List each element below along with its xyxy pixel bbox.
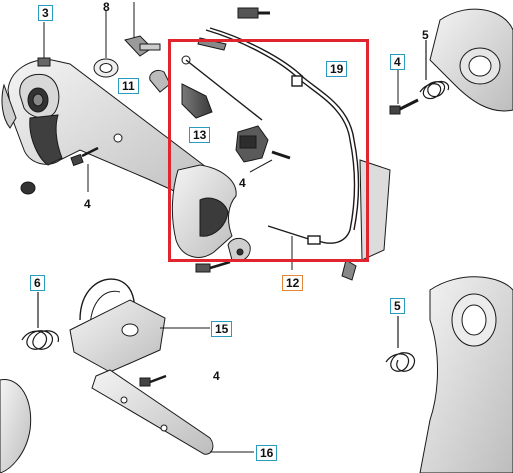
top-screws	[197, 7, 270, 51]
block-part-13	[235, 125, 291, 173]
connector-part-12	[195, 236, 357, 281]
screw-part-3	[37, 22, 51, 67]
lever-part-16	[91, 369, 254, 455]
right-housing-top	[359, 8, 513, 261]
callout-13: 13	[189, 127, 211, 143]
callout-4-right: 4	[390, 54, 405, 70]
throttle-handle	[171, 55, 251, 262]
spring-part-5-right	[385, 316, 416, 372]
screw-right-4	[389, 66, 419, 115]
callout-15: 15	[211, 321, 233, 337]
screw-left-4	[20, 146, 99, 195]
highlight-box	[168, 39, 369, 262]
callout-5-right: 5	[390, 298, 405, 314]
bracket-part-15	[69, 278, 210, 373]
right-housing-bottom	[419, 276, 513, 473]
callout-12: 12	[282, 275, 304, 291]
callout-8: 8	[103, 0, 110, 14]
callout-3: 3	[38, 5, 53, 21]
bottom-left-housing	[0, 379, 32, 473]
clip-part-11	[124, 2, 171, 93]
callout-19: 19	[326, 61, 348, 77]
callout-4-middle: 4	[239, 176, 246, 190]
callout-5-top: 5	[422, 28, 429, 42]
callout-4-bottom: 4	[213, 369, 220, 383]
spring-part-5-top	[419, 40, 450, 100]
spring-part-6	[21, 292, 59, 350]
callout-11: 11	[118, 78, 139, 94]
throttle-cable-19	[185, 27, 360, 245]
washer-part-8	[93, 10, 119, 78]
callout-6: 6	[30, 275, 45, 291]
callout-4-left: 4	[84, 197, 91, 211]
left-handle-housing	[1, 59, 219, 206]
callout-16: 16	[256, 445, 278, 461]
